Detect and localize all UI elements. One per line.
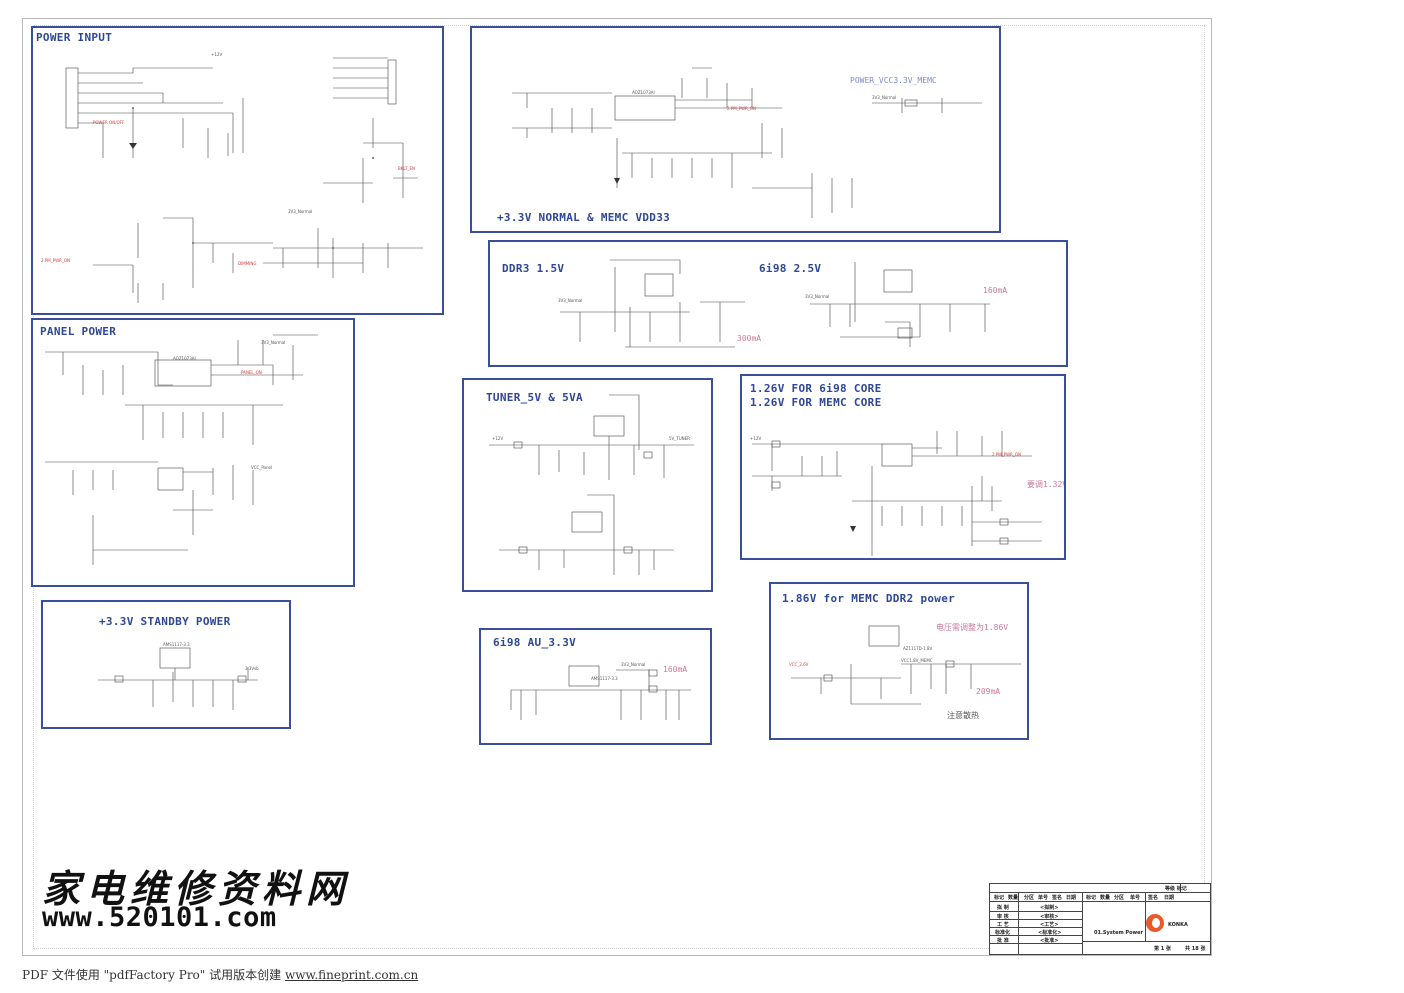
chip-aoz: AOZ1073AI [173,356,196,361]
block-ddr3-25v: DDR3 1.5V 6i98 2.5V 300mA 160mA 3V3_Norm… [488,240,1068,367]
block-title: +3.3V STANDBY POWER [99,615,231,628]
net-vcc-panel: VCC_Panel [251,465,273,470]
block-title-ddr3: DDR3 1.5V [502,262,565,275]
net-bklt-en: BKLT_EN [398,166,416,171]
note-160ma-b: 160mA [663,665,688,674]
net-panel-on: PANEL_ON [241,370,262,375]
net-33vsb: 3.3Vsb [245,666,259,671]
schematic-wires [98,647,258,710]
schematic-wires [560,259,990,348]
note-132v: 要调1.32V [1027,480,1066,489]
tb-v4: <标准化> [1038,930,1062,936]
note-186v: 电压需调整为1.86V [936,623,1009,632]
tb-v1: <拟制> [1040,905,1059,911]
watermark-url: www.520101.com [42,902,277,933]
konka-logo-icon [1146,914,1164,932]
net-3v3-normal-5: 3V3_Normal [805,294,830,299]
net-3v3-normal-6: 3V3_Normal [621,662,646,667]
net-3v3-normal-3: 3V3_Normal [872,95,897,100]
tb-r4: 标准化 [995,930,1011,936]
block-title: 6i98 AU_3.3V [493,636,577,649]
tb-h3b: 分区 [1114,895,1125,901]
tb-r5: 批 准 [997,938,1009,944]
tb-h4b: 单号 [1130,895,1141,901]
net-3v3-normal-4: 3V3_Normal [558,298,583,303]
block-title: PANEL POWER [40,325,117,338]
tb-level-label: 等级 标记 [1165,886,1187,892]
tb-h2b: 数量 [1100,895,1111,901]
block-normal-memc: +3.3V NORMAL & MEMC VDD33 POWER_VCC3.3V_… [470,26,1001,233]
footer-link[interactable]: www.fineprint.com.cn [284,968,419,982]
net-12v-tuner: +12V [492,436,504,441]
chip-ldo: AZ1117D-1.8V [903,646,933,651]
tb-v5: <批准> [1040,938,1059,944]
note-209ma: 209mA [976,687,1001,696]
block-title-memc-core: 1.26V FOR MEMC CORE [750,396,882,409]
net-3v3-normal: 3V3_Normal [288,209,313,214]
tb-r2: 审 核 [997,914,1009,920]
schematic-wires [510,665,691,720]
tb-v3: <工艺> [1040,922,1059,928]
block-standby-power: +3.3V STANDBY POWER AMS1117-3.3 3.3Vsb [41,600,291,729]
schematic-wires [489,394,694,575]
net-vcc18: VCC1.8V_MEMC [901,658,933,663]
footer-text: PDF 文件使用 "pdfFactory Pro" 试用版本创建 [22,968,285,982]
tb-r1: 拟 制 [997,905,1009,911]
net-12v-core: +12V [750,436,762,441]
note-power-vcc33: POWER_VCC3.3V_MEMC [850,76,937,85]
tb-h6b: 日期 [1164,895,1175,901]
tb-h4: 单号 [1038,895,1049,901]
net-12v: +12V [211,52,223,57]
chip-aoz-2: AOZ1073AI [632,90,655,95]
note-heat: 注意散热 [947,711,979,720]
tb-h3: 分区 [1024,895,1035,901]
tb-sheet-name: 01.System Power [1094,930,1144,936]
note-160ma: 160mA [983,286,1008,295]
block-title: POWER INPUT [36,31,113,44]
tb-h2: 数量 [1008,895,1019,901]
tb-h5: 签名 [1052,895,1063,901]
drawing-title-block: 等级 标记 标记 数量 分区 单号 签名 日期 标记 数量 分区 单号 签名 日… [989,883,1211,955]
schematic-wires [752,431,1042,556]
block-title-6i98-core: 1.26V FOR 6i98 CORE [750,382,882,395]
block-panel-power: PANEL POWER AOZ1073AI PANEL_ON VCC_Panel… [31,318,355,587]
chip-ams: AMS1117-3.3 [163,642,190,647]
pdf-footer: PDF 文件使用 "pdfFactory Pro" 试用版本创建 www.fin… [22,966,418,983]
chip-ams-au: AMS1117-3.3 [591,676,618,681]
tb-total: 共 18 张 [1185,946,1206,952]
block-title-25v: 6i98 2.5V [759,262,822,275]
tb-h1b: 标记 [1086,895,1097,901]
note-300ma: 300mA [737,334,762,343]
schematic-wires [45,334,318,565]
tb-h5b: 签名 [1148,895,1159,901]
tb-r3: 工 艺 [997,922,1009,928]
block-tuner: TUNER_5V & 5VA 5V_TUNER +12V [462,378,713,592]
tb-page: 第 1 张 [1154,946,1171,952]
net-pm-pwr-on-3: 2 PM_PWR_ON [992,452,1021,457]
net-vcc26: VCC_2.6V [789,662,809,667]
block-title: TUNER_5V & 5VA [486,391,583,404]
tb-h6: 日期 [1066,895,1077,901]
tb-brand: KONKA [1168,922,1188,928]
net-5v-tuner: 5V_TUNER [669,436,690,441]
block-title: 1.86V for MEMC DDR2 power [782,592,956,605]
net-pm-pwr-on: 2 PM_PWR_ON [41,258,70,263]
block-memc-ddr2: 1.86V for MEMC DDR2 power 电压需调整为1.86V 20… [769,582,1029,740]
schematic-wires [65,57,423,303]
block-au33: 6i98 AU_3.3V 160mA AMS1117-3.3 3V3_Norma… [479,628,712,745]
net-pm-pwr-on-2: 2 PM_PWR_ON [727,106,756,111]
net-dimming: DIMMING [238,261,257,266]
block-title: +3.3V NORMAL & MEMC VDD33 [497,211,671,224]
schematic-wires [512,67,982,218]
block-power-input: POWER INPUT +12V POWER ON/OFF 2 PM_PWR_O… [31,26,444,315]
net-ps-on: POWER ON/OFF [93,120,125,125]
tb-h1: 标记 [994,895,1005,901]
net-3v3-normal-2: 3V3_Normal [261,340,286,345]
schematic-wires [791,625,1021,705]
block-core: 1.26V FOR 6i98 CORE 1.26V FOR MEMC CORE … [740,374,1066,560]
watermark-cn: 家电维修资料网 [42,866,351,911]
tb-v2: <审核> [1040,914,1059,920]
